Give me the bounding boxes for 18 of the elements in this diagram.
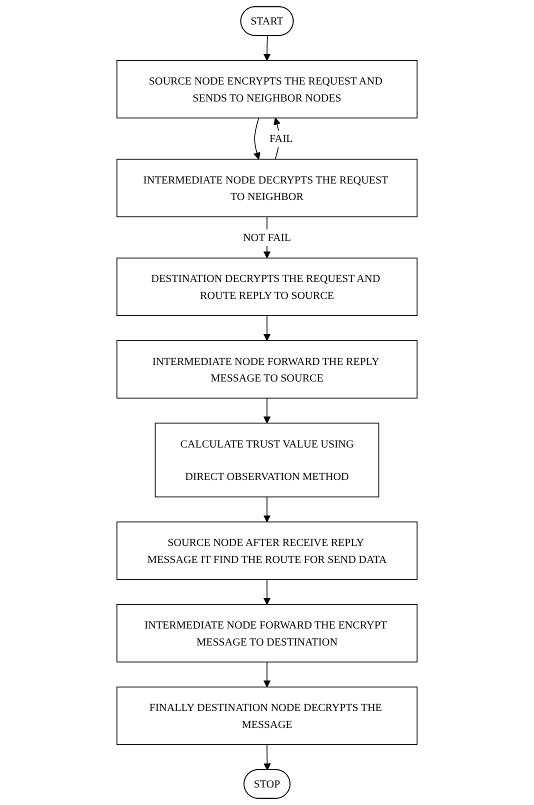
arrow <box>263 579 271 605</box>
node-box: INTERMEDIATE NODE FORWARD THE REPLY MESSAGE TO SOURCE <box>116 340 418 399</box>
arrow <box>263 35 271 61</box>
node-box: INTERMEDIATE NODE DECRYPTS THE REQUEST TO NEIGHBOR <box>116 158 418 218</box>
node-box: SOURCE NODE ENCRYPTS THE REQUEST AND SENDS TO NEIGHBOR NODES <box>116 60 418 118</box>
edge-label: NOT FAIL <box>242 230 292 244</box>
arrow <box>263 398 271 424</box>
arrow <box>253 118 260 160</box>
node-box: SOURCE NODE AFTER RECEIVE REPLY MESSAGE IT FIND THE ROUTE FOR SEND DATA <box>116 522 418 580</box>
node-box: INTERMEDIATE NODE FORWARD THE ENCRYPT MESSAGE TO DESTINATION <box>116 604 418 662</box>
arrow <box>264 744 271 770</box>
arrow <box>263 496 271 522</box>
arrow <box>263 315 271 341</box>
arrow <box>263 662 271 688</box>
node-box: DESTINATION DECRYPTS THE REQUEST AND ROUTE REPLY TO SOURCE <box>116 258 418 316</box>
edge-label: FAIL <box>270 132 293 145</box>
node-box: CALCULATE TRUST VALUE USING DIRECT OBSERVATION METHOD <box>154 422 380 498</box>
node-box: FINALLY DESTINATION NODE DECRYPTS THE MESSAGE <box>116 686 418 745</box>
